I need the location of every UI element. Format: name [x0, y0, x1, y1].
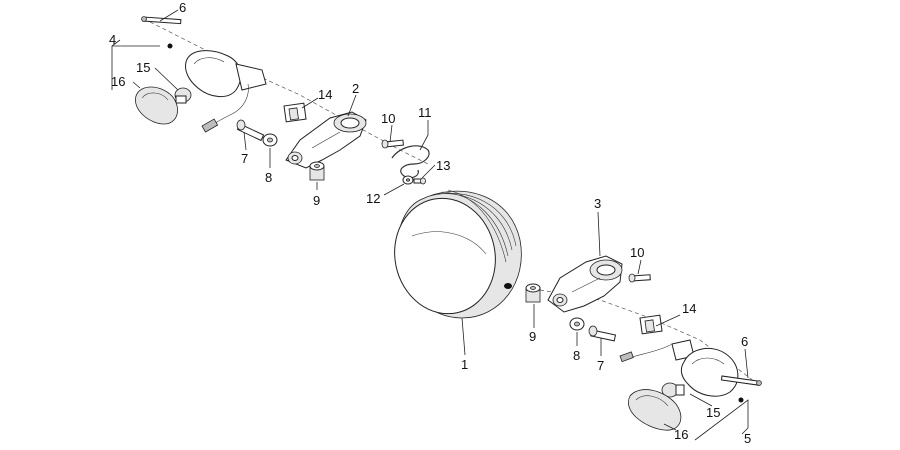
part-7-bolt-left	[236, 119, 265, 142]
callout-14-left: 14	[318, 87, 332, 102]
callout-13: 13	[436, 158, 450, 173]
part-14-clip-left	[283, 102, 307, 123]
part-8-washer-left	[262, 133, 278, 147]
part-9-bushing-right	[525, 283, 541, 303]
callout-6-left: 6	[179, 0, 186, 15]
callout-1: 1	[461, 357, 468, 372]
callout-2: 2	[352, 81, 359, 96]
callout-15-left: 15	[136, 60, 150, 75]
part-13-screw	[413, 177, 426, 185]
part-6-pin-right	[720, 375, 762, 386]
part-15-bulb-left	[174, 87, 192, 104]
callout-6-right: 6	[741, 334, 748, 349]
callout-10-right: 10	[630, 245, 644, 260]
callout-4: 4	[109, 32, 116, 47]
callout-16-left: 16	[111, 74, 125, 89]
callout-11: 11	[418, 105, 432, 120]
callout-14-right: 14	[682, 301, 696, 316]
callout-8-right: 8	[573, 348, 580, 363]
leader-lines	[111, 9, 749, 441]
part-1-headlight	[394, 189, 522, 319]
callout-5: 5	[744, 431, 751, 446]
part-10-screw-right	[628, 273, 651, 283]
part-9-bushing-left	[309, 161, 325, 181]
callout-9-left: 9	[313, 193, 320, 208]
callout-3: 3	[594, 196, 601, 211]
part-5-indicator-right	[619, 339, 744, 403]
callout-15-right: 15	[706, 405, 720, 420]
part-16-lens-left	[135, 86, 178, 125]
part-2-bracket-left	[285, 111, 367, 169]
part-16-lens-right	[628, 389, 682, 431]
part-3-bracket-right	[547, 255, 623, 313]
part-15-bulb-right	[661, 382, 685, 398]
callout-8-left: 8	[265, 170, 272, 185]
assembly-axis-left	[149, 21, 431, 166]
part-4-indicator-left	[167, 43, 267, 133]
part-14-clip-right	[639, 314, 663, 335]
part-7-bolt-right	[588, 325, 617, 342]
callout-12: 12	[366, 191, 380, 206]
part-8-washer-right	[569, 317, 585, 331]
part-12-washer	[402, 175, 414, 185]
callout-16-right: 16	[674, 427, 688, 442]
callout-7-right: 7	[597, 358, 604, 373]
part-11-wire-clip	[391, 145, 430, 179]
callout-10-left: 10	[381, 111, 395, 126]
part-10-screw-left	[381, 139, 404, 149]
callout-9-right: 9	[529, 329, 536, 344]
callout-7-left: 7	[241, 151, 248, 166]
